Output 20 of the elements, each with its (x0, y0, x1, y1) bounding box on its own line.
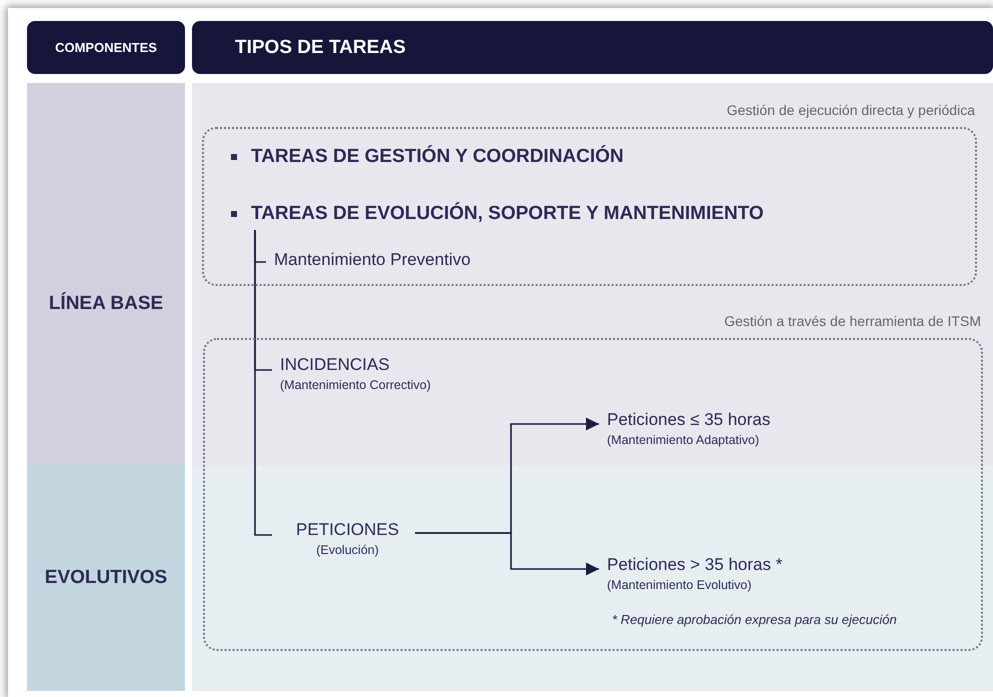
header-bar: COMPONENTES (27, 21, 185, 74)
task-subtitle: (Evolución) (315, 543, 380, 557)
group-heading: Gestión de ejecución directa y periódica (726, 102, 975, 118)
task-name: PETICIONES (295, 520, 400, 540)
task-subtitle: (Mantenimiento Adaptativo) (607, 433, 760, 447)
category-band: EVOLUTIVOS (27, 465, 185, 691)
arrow (415, 532, 599, 576)
task-name: Mantenimiento Preventivo (274, 250, 472, 270)
header-bar: TIPOS DE TAREAS (192, 21, 993, 74)
task-subtitle: (Mantenimiento Evolutivo) (607, 578, 753, 592)
task-name: Peticiones ≤ 35 horas (607, 410, 772, 430)
task-heading: TAREAS DE GESTIÓN Y COORDINACIÓN (251, 146, 624, 168)
task-name: Peticiones > 35 horas * (607, 555, 784, 575)
category-band: LÍNEA BASE (27, 83, 185, 465)
task-name: INCIDENCIAS (280, 355, 391, 375)
tree-connector (254, 230, 272, 536)
group-heading: Gestión a través de herramienta de ITSM (724, 313, 981, 329)
task-subtitle: (Mantenimiento Correctivo) (280, 378, 432, 392)
footnote: * Requiere aprobación expresa para su ejecución (612, 612, 897, 627)
task-heading: TAREAS DE EVOLUCIÓN, SOPORTE Y MANTENIMIENTO (251, 203, 764, 225)
